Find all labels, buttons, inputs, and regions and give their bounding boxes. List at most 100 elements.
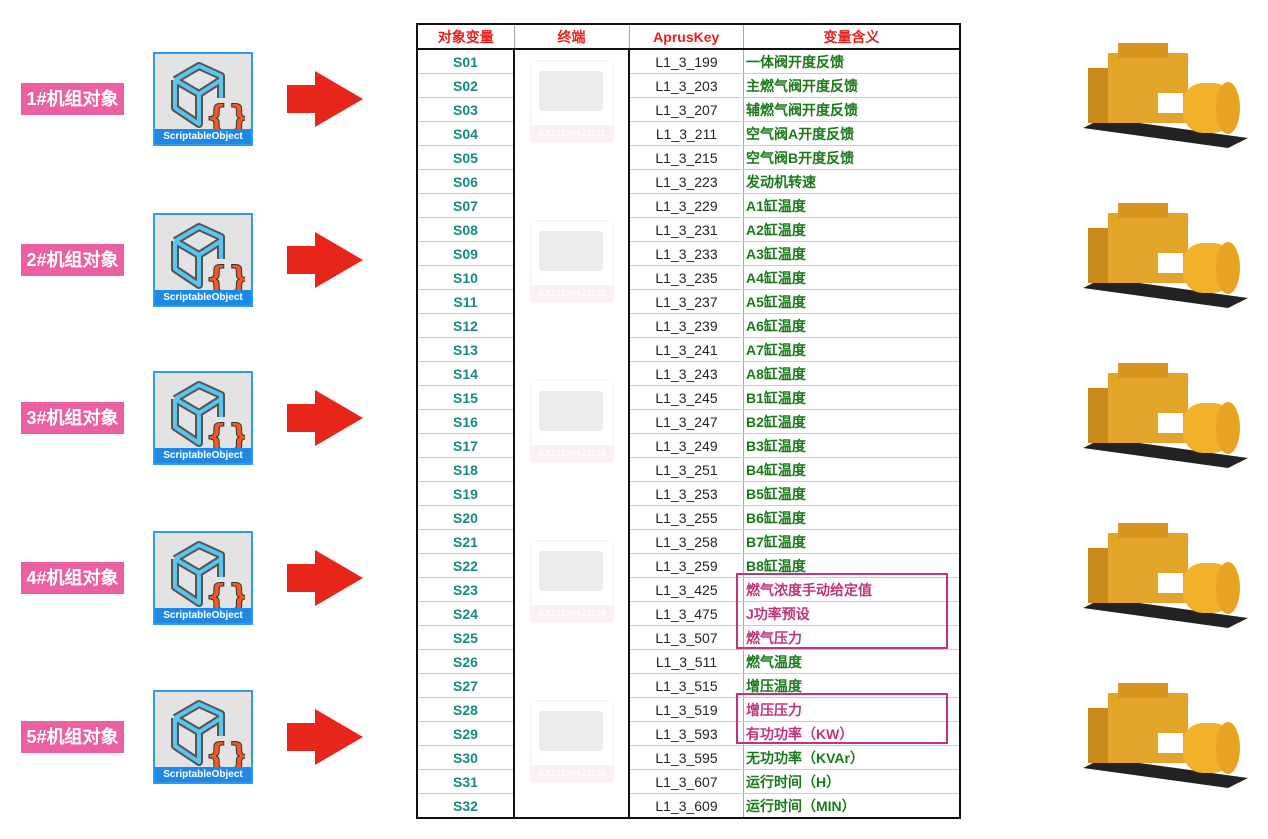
var-cell: S03: [417, 97, 515, 122]
meaning-cell: 空气阀B开度反馈: [743, 145, 960, 170]
meaning-cell: B5缸温度: [743, 481, 960, 506]
meaning-cell: B7缸温度: [743, 529, 960, 554]
table-row: S21 L1_3_258 B7缸温度: [417, 529, 960, 554]
generator-image: [1083, 683, 1248, 788]
var-cell: S18: [417, 457, 515, 482]
apruskey-cell: L1_3_241: [629, 337, 744, 362]
unit-label: 3#机组对象: [21, 402, 124, 434]
var-cell: S10: [417, 265, 515, 290]
meaning-cell: B3缸温度: [743, 433, 960, 458]
var-cell: S32: [417, 793, 515, 819]
generator-image: [1083, 363, 1248, 468]
table-row: S04 L1_3_211 空气阀A开度反馈: [417, 121, 960, 146]
var-cell: S16: [417, 409, 515, 434]
var-cell: S21: [417, 529, 515, 554]
table-row: S05 L1_3_215 空气阀B开度反馈: [417, 145, 960, 170]
svg-text:{}: {}: [205, 259, 245, 295]
table-row: S25 L1_3_507 燃气压力: [417, 625, 960, 818]
so-caption: ScriptableObject: [155, 767, 251, 782]
header-apruskey: AprusKey: [629, 24, 744, 50]
apruskey-cell: L1_3_425: [629, 577, 744, 602]
meaning-cell: 发动机转速: [743, 169, 960, 194]
meaning-cell: 无功功率（KVAr）: [743, 745, 960, 770]
apruskey-cell: L1_3_203: [629, 73, 744, 98]
meaning-cell: A4缸温度: [743, 265, 960, 290]
table-row: S07 L1_3_229 A1缸温度: [417, 193, 960, 218]
var-cell: S17: [417, 433, 515, 458]
apruskey-cell: L1_3_511: [629, 649, 744, 674]
meaning-cell: 空气阀A开度反馈: [743, 121, 960, 146]
terminal-cell: [514, 49, 630, 242]
meaning-cell: B6缸温度: [743, 505, 960, 530]
table-row: S03 L1_3_207 辅燃气阀开度反馈: [417, 97, 960, 122]
var-cell: S05: [417, 145, 515, 170]
apruskey-cell: L1_3_231: [629, 217, 744, 242]
var-cell: S25: [417, 625, 515, 650]
meaning-cell: 运行时间（H）: [743, 769, 960, 794]
var-cell: S13: [417, 337, 515, 362]
table-row: S11 L1_3_237 A5缸温度: [417, 289, 960, 314]
svg-text:{}: {}: [205, 736, 245, 772]
apruskey-cell: L1_3_243: [629, 361, 744, 386]
meaning-cell: A2缸温度: [743, 217, 960, 242]
apruskey-cell: L1_3_211: [629, 121, 744, 146]
var-cell: S11: [417, 289, 515, 314]
table-row: S06 L1_3_223 发动机转速: [417, 169, 960, 194]
var-cell: S08: [417, 217, 515, 242]
var-cell: S31: [417, 769, 515, 794]
meaning-cell: A7缸温度: [743, 337, 960, 362]
apruskey-cell: L1_3_247: [629, 409, 744, 434]
meaning-cell: 燃气压力: [743, 625, 960, 650]
table-row: S02 L1_3_203 主燃气阀开度反馈: [417, 73, 960, 98]
generator-image: [1083, 43, 1248, 148]
var-cell: S26: [417, 649, 515, 674]
apruskey-cell: L1_3_595: [629, 745, 744, 770]
apruskey-cell: L1_3_233: [629, 241, 744, 266]
var-cell: S20: [417, 505, 515, 530]
table-row: S17 L1_3_249 B3缸温度: [417, 433, 960, 626]
table-row: S01 L1_3_199 一体阀开度反馈: [417, 49, 960, 242]
var-cell: S06: [417, 169, 515, 194]
arrow-right-icon: [287, 232, 363, 288]
table-row: S13 L1_3_241 A7缸温度: [417, 337, 960, 362]
var-cell: S07: [417, 193, 515, 218]
var-cell: S19: [417, 481, 515, 506]
meaning-cell: A6缸温度: [743, 313, 960, 338]
meaning-cell: 燃气浓度手动给定值: [743, 577, 960, 602]
var-cell: S01: [417, 49, 515, 74]
apruskey-cell: L1_3_507: [629, 625, 744, 650]
var-cell: S29: [417, 721, 515, 746]
generator-image: [1083, 203, 1248, 308]
apruskey-cell: L1_3_249: [629, 433, 744, 458]
table-row: S12 L1_3_239 A6缸温度: [417, 313, 960, 338]
meaning-cell: 燃气温度: [743, 649, 960, 674]
meaning-cell: 辅燃气阀开度反馈: [743, 97, 960, 122]
var-cell: S09: [417, 241, 515, 266]
var-cell: S30: [417, 745, 515, 770]
table-row: S32 L1_3_609 运行时间（MIN）: [417, 793, 960, 819]
meaning-cell: B2缸温度: [743, 409, 960, 434]
so-caption: ScriptableObject: [155, 290, 251, 305]
meaning-cell: 有功功率（KW）: [743, 721, 960, 746]
terminal-cell: [514, 433, 630, 626]
table-row: S26 L1_3_511 燃气温度: [417, 649, 960, 674]
var-cell: S27: [417, 673, 515, 698]
scriptable-object-icon: {}ScriptableObject: [153, 690, 253, 784]
meaning-cell: B1缸温度: [743, 385, 960, 410]
meaning-cell: 主燃气阀开度反馈: [743, 73, 960, 98]
table-row: S24 L1_3_475 J功率预设: [417, 601, 960, 626]
table-row: S30 L1_3_595 无功功率（KVAr）: [417, 745, 960, 770]
var-cell: S14: [417, 361, 515, 386]
apruskey-cell: L1_3_609: [629, 793, 744, 819]
so-caption: ScriptableObject: [155, 608, 251, 623]
unit-label: 2#机组对象: [21, 244, 124, 276]
var-cell: S12: [417, 313, 515, 338]
scriptable-object-icon: {}ScriptableObject: [153, 371, 253, 465]
svg-text:{}: {}: [205, 98, 245, 134]
svg-text:{}: {}: [205, 417, 245, 453]
unit-label: 4#机组对象: [21, 562, 124, 594]
meaning-cell: J功率预设: [743, 601, 960, 626]
scriptable-object-icon: {}ScriptableObject: [153, 52, 253, 146]
table-row: S14 L1_3_243 A8缸温度: [417, 361, 960, 386]
var-cell: S02: [417, 73, 515, 98]
